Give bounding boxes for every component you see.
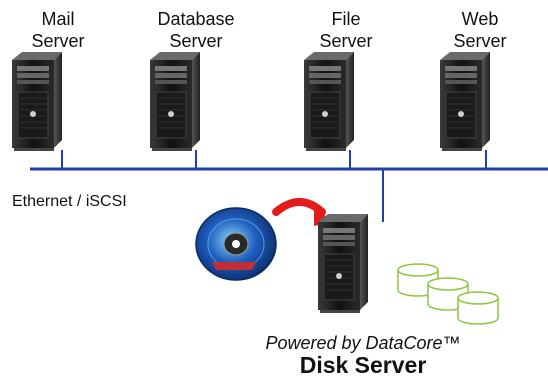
storage-disk-icon [457, 291, 499, 325]
file-server-tower [303, 51, 355, 152]
software-disc-icon [195, 207, 277, 281]
web-server-label: Web Server [430, 8, 530, 52]
web-server-label-line2: Server [453, 31, 507, 51]
database-server-label: Database Server [136, 8, 256, 52]
database-server-label-line2: Server [169, 31, 223, 51]
database-server-tower [149, 51, 201, 152]
powered-by-label: Powered by DataCore™ [265, 333, 461, 353]
database-server-label-line1: Database [157, 9, 235, 29]
disk-server-tower [317, 213, 369, 314]
mail-server-label: Mail Server [8, 8, 108, 52]
file-server-label-line2: Server [319, 31, 373, 51]
disk-server-label: Disk Server [299, 352, 427, 378]
web-server-tower [439, 51, 491, 152]
file-server-label-line1: File [331, 9, 361, 29]
mail-server-tower [11, 51, 63, 152]
network-label: Ethernet / iSCSI [12, 193, 127, 210]
mail-server-label-line1: Mail [41, 9, 75, 29]
mail-server-label-line2: Server [31, 31, 85, 51]
file-server-label: File Server [296, 8, 396, 52]
web-server-label-line1: Web [461, 9, 499, 29]
